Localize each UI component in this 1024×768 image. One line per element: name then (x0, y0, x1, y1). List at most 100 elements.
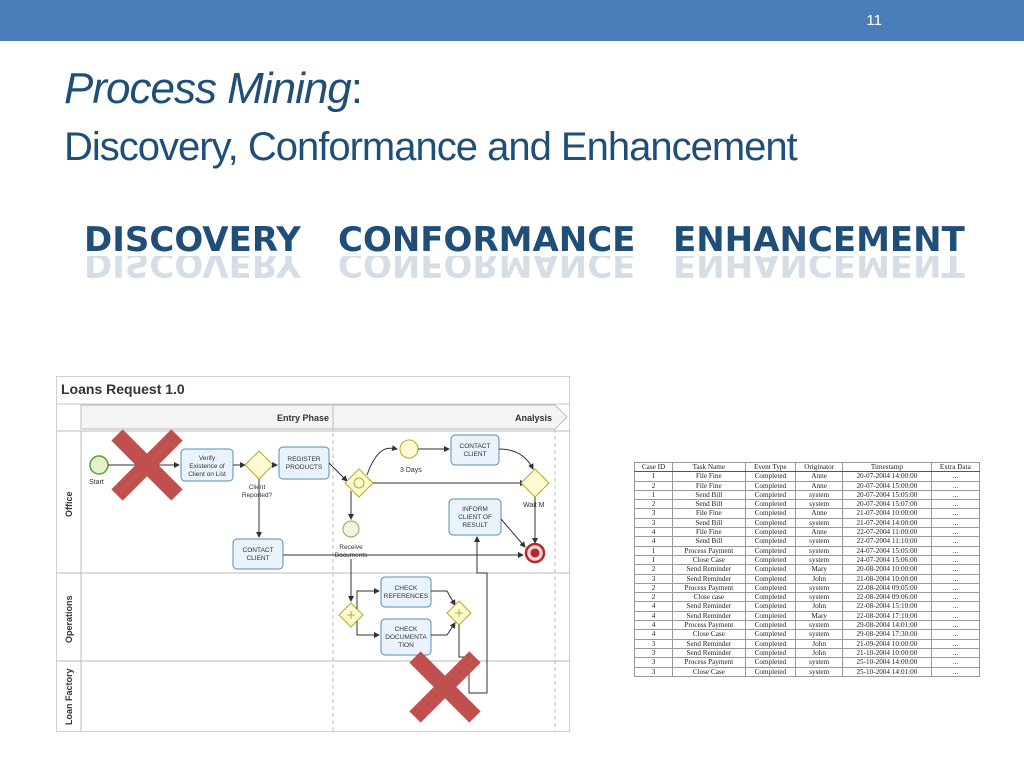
table-cell: 25-10-2004 14:00:00 (842, 657, 932, 668)
table-cell: ... (930, 564, 981, 575)
table-cell: Completed (744, 480, 797, 491)
table-cell: Process Payment (672, 657, 746, 668)
table-cell: ... (930, 620, 981, 631)
table-cell: Completed (744, 610, 797, 622)
table-cell: ... (930, 647, 981, 659)
table-cell: Close Case (672, 554, 746, 566)
contact-client-bottom-task (232, 538, 284, 570)
table-cell: Send Reminder (672, 601, 746, 612)
table-cell: ... (930, 517, 981, 529)
table-cell: 20-08-2004 10:00:00 (842, 564, 932, 575)
table-cell: ... (930, 536, 981, 547)
slide-subtitle: Discovery, Conformance and Enhancement (64, 125, 798, 169)
event-log-header-row: Case ID Task Name Event Type Originator … (633, 461, 981, 473)
table-cell: system (795, 499, 844, 510)
client-reported-gateway (244, 450, 274, 480)
table-cell: ... (930, 666, 981, 677)
bpmn-title: Loans Request 1.0 (61, 381, 185, 397)
table-cell: 22-08-2004 09:06:00 (842, 592, 932, 603)
table-cell: File Fine (672, 480, 746, 491)
table-cell: system (795, 582, 844, 594)
check-references-task (380, 576, 432, 608)
start-event (89, 455, 109, 475)
table-cell: ... (930, 545, 981, 556)
table-cell: 2 (633, 592, 674, 603)
table-cell: Send Reminder (672, 564, 746, 575)
table-cell: John (795, 601, 844, 612)
table-cell: Close case (672, 592, 746, 603)
col-originator: Originator (795, 461, 844, 473)
table-cell: Process Payment (672, 582, 746, 594)
lane-office: Office (64, 491, 74, 517)
table-cell: 3 (633, 647, 674, 659)
table-cell: 20-07-2004 15:00:00 (842, 480, 932, 491)
table-cell: ... (930, 610, 981, 622)
col-task-name: Task Name (672, 461, 746, 473)
table-cell: system (795, 545, 844, 556)
table-cell: 3 (633, 666, 674, 677)
table-cell: Completed (744, 629, 797, 640)
table-cell: Completed (744, 527, 797, 538)
table-cell: John (795, 573, 844, 584)
table-cell: Completed (744, 471, 797, 482)
table-cell: 22-08-2004 15:10:00 (842, 601, 932, 612)
table-cell: File Fine (672, 471, 746, 482)
table-cell: Completed (744, 638, 797, 649)
table-cell: 1 (633, 471, 674, 482)
inform-client-task (448, 498, 502, 536)
wait-label: Wait M (523, 502, 545, 509)
table-cell: ... (930, 629, 981, 640)
table-cell: 22-07-2004 11:10:00 (842, 536, 932, 547)
table-cell: 22-08-2004 09:05:00 (842, 582, 932, 594)
discovery-reflection: DISCOVERY (84, 256, 301, 284)
table-cell: ... (930, 592, 981, 603)
days-label: 3 Days (400, 467, 422, 474)
enhancement-reflection: ENHANCEMENT (673, 256, 965, 284)
table-cell: Send Bill (672, 517, 746, 529)
table-cell: Send Reminder (672, 638, 746, 649)
table-cell: 1 (633, 489, 674, 501)
register-products-task (278, 446, 330, 480)
table-cell: ... (930, 489, 981, 501)
table-cell: 2 (633, 499, 674, 510)
table-cell: Completed (744, 592, 797, 603)
slide-title: Process Mining: (64, 64, 363, 114)
table-cell: Completed (744, 489, 797, 501)
table-cell: 4 (633, 536, 674, 547)
table-cell: 29-08-2004 17:30:00 (842, 629, 932, 640)
table-cell: Completed (744, 582, 797, 594)
table-cell: system (795, 517, 844, 529)
col-event-type: Event Type (744, 461, 797, 473)
table-cell: 20-07-2004 15:05:00 (842, 489, 932, 501)
table-cell: Anne (795, 480, 844, 491)
table-cell: 24-07-2004 15:05:00 (842, 545, 932, 556)
event-gateway (344, 468, 374, 498)
col-case-id: Case ID (633, 461, 674, 473)
event-log-table: Case ID Task Name Event Type Originator … (633, 461, 981, 677)
table-cell: 21-07-2004 10:00:00 (842, 508, 932, 519)
table-cell: Anne (795, 508, 844, 519)
check-documentation-task (380, 618, 432, 656)
table-cell: Process Payment (672, 545, 746, 556)
table-cell: Anne (795, 471, 844, 482)
table-cell: 29-08-2004 14:01:00 (842, 620, 932, 631)
table-cell: Completed (744, 545, 797, 556)
table-cell: John (795, 638, 844, 649)
slide-title-colon: : (350, 64, 363, 113)
